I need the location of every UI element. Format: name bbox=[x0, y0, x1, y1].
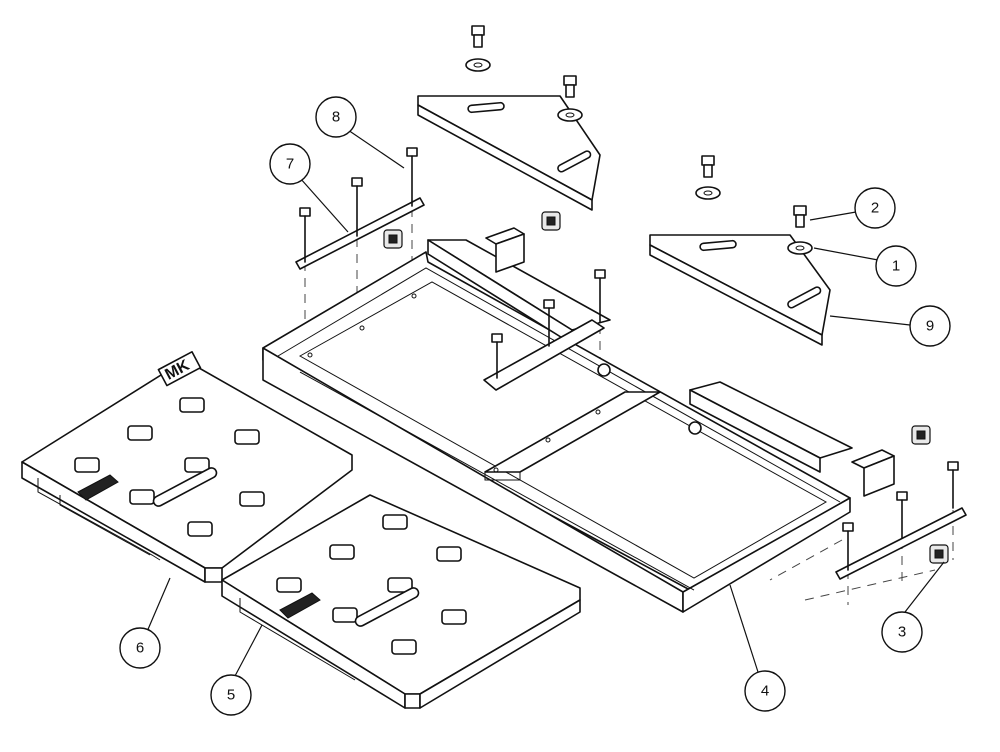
bolts bbox=[299, 25, 959, 571]
callout-3: 3 bbox=[881, 611, 923, 653]
leader-lines bbox=[145, 129, 945, 677]
frame-assembly bbox=[262, 227, 895, 613]
grip-dots-left bbox=[77, 474, 119, 501]
svg-text:1: 1 bbox=[892, 258, 900, 275]
svg-text:8: 8 bbox=[332, 109, 340, 126]
svg-text:7: 7 bbox=[286, 156, 294, 173]
platform-left: MK bbox=[21, 350, 353, 583]
clamp-plate-left bbox=[295, 197, 425, 270]
callout-7: 7 bbox=[269, 143, 311, 185]
callout-9: 9 bbox=[909, 305, 951, 347]
callout-8: 8 bbox=[315, 96, 357, 138]
callout-2: 2 bbox=[854, 187, 896, 229]
svg-text:4: 4 bbox=[761, 683, 769, 700]
svg-text:3: 3 bbox=[898, 624, 906, 641]
mounting-bracket-top bbox=[417, 95, 601, 211]
svg-text:9: 9 bbox=[926, 318, 934, 335]
clamp-plate-right bbox=[835, 507, 967, 580]
svg-text:6: 6 bbox=[136, 640, 144, 657]
svg-text:5: 5 bbox=[227, 687, 235, 704]
callout-1: 1 bbox=[875, 245, 917, 287]
callout-5: 5 bbox=[210, 674, 252, 716]
grip-holes-left bbox=[74, 397, 265, 537]
mounting-bracket bbox=[649, 234, 831, 346]
callout-6: 6 bbox=[119, 627, 161, 669]
grip-dots-right bbox=[279, 592, 321, 619]
grip-holes-right bbox=[276, 514, 467, 655]
end-caps bbox=[383, 211, 949, 564]
washers bbox=[465, 58, 813, 255]
callout-4: 4 bbox=[744, 670, 786, 712]
platform-right bbox=[221, 494, 581, 709]
svg-text:2: 2 bbox=[871, 200, 879, 217]
